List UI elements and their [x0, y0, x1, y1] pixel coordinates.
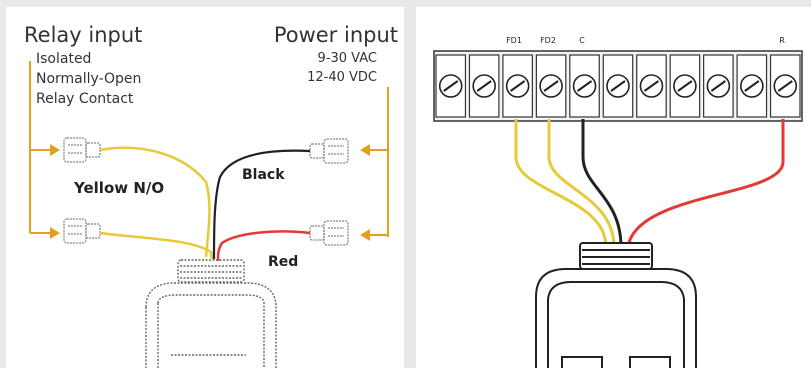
- power-line-1: 9-30 VAC: [318, 51, 377, 66]
- arrow-left-icon: [360, 229, 370, 241]
- red-wire: [216, 230, 311, 262]
- thermostat-housing: [145, 259, 277, 368]
- relay-bracket: [29, 61, 60, 239]
- arrow-right-icon: [50, 144, 60, 156]
- screw-slot-icon: [576, 80, 593, 92]
- black-wire: [212, 149, 311, 260]
- wiring-diagram-left: Relay input Isolated Normally-Open Relay…: [6, 7, 404, 368]
- screw-slot-icon: [443, 80, 459, 92]
- relay-connector-bottom: [63, 218, 101, 244]
- power-connector-top: [309, 138, 349, 164]
- screw-slot-icon: [677, 80, 693, 92]
- power-connector-bottom: [309, 220, 349, 246]
- relay-line-2: Normally-Open: [36, 71, 141, 87]
- yellow-wire-fd2: [547, 119, 616, 248]
- red-wire-r: [626, 119, 785, 248]
- power-bracket: [360, 87, 389, 241]
- relay-line-3: Relay Contact: [36, 91, 134, 107]
- relay-line-1: Isolated: [36, 51, 91, 67]
- screw-slot-icon: [777, 80, 793, 92]
- power-line-2: 12-40 VDC: [307, 70, 377, 85]
- black-wire-c: [581, 119, 623, 248]
- yellow-wire-fd1: [514, 119, 608, 248]
- arrow-right-icon: [50, 227, 60, 239]
- terminal-label-fd2: FD2: [540, 36, 556, 45]
- black-wire-label: Black: [242, 167, 285, 183]
- terminal-label-c: C: [579, 36, 585, 45]
- relay-connector-top: [63, 137, 101, 163]
- screw-slot-icon: [476, 80, 492, 92]
- terminal-label-r: R: [779, 36, 785, 45]
- wiring-diagram-right: FD1 FD2 C R: [416, 7, 811, 368]
- yellow-wire-label: Yellow N/O: [73, 179, 164, 197]
- red-wire-label: Red: [268, 254, 298, 270]
- screw-slot-icon: [510, 80, 526, 92]
- arrow-left-icon: [360, 144, 370, 156]
- relay-input-heading: Relay input: [24, 23, 142, 47]
- screw-slot-icon: [643, 80, 660, 92]
- screw-slot-icon: [744, 80, 760, 92]
- screw-slot-icon: [710, 80, 726, 92]
- screw-slot-icon: [543, 80, 559, 92]
- thermostat-housing: [535, 242, 697, 368]
- screw-slot-icon: [610, 80, 626, 92]
- power-input-heading: Power input: [274, 23, 398, 47]
- yellow-wires: [99, 146, 214, 260]
- terminal-label-fd1: FD1: [506, 36, 522, 45]
